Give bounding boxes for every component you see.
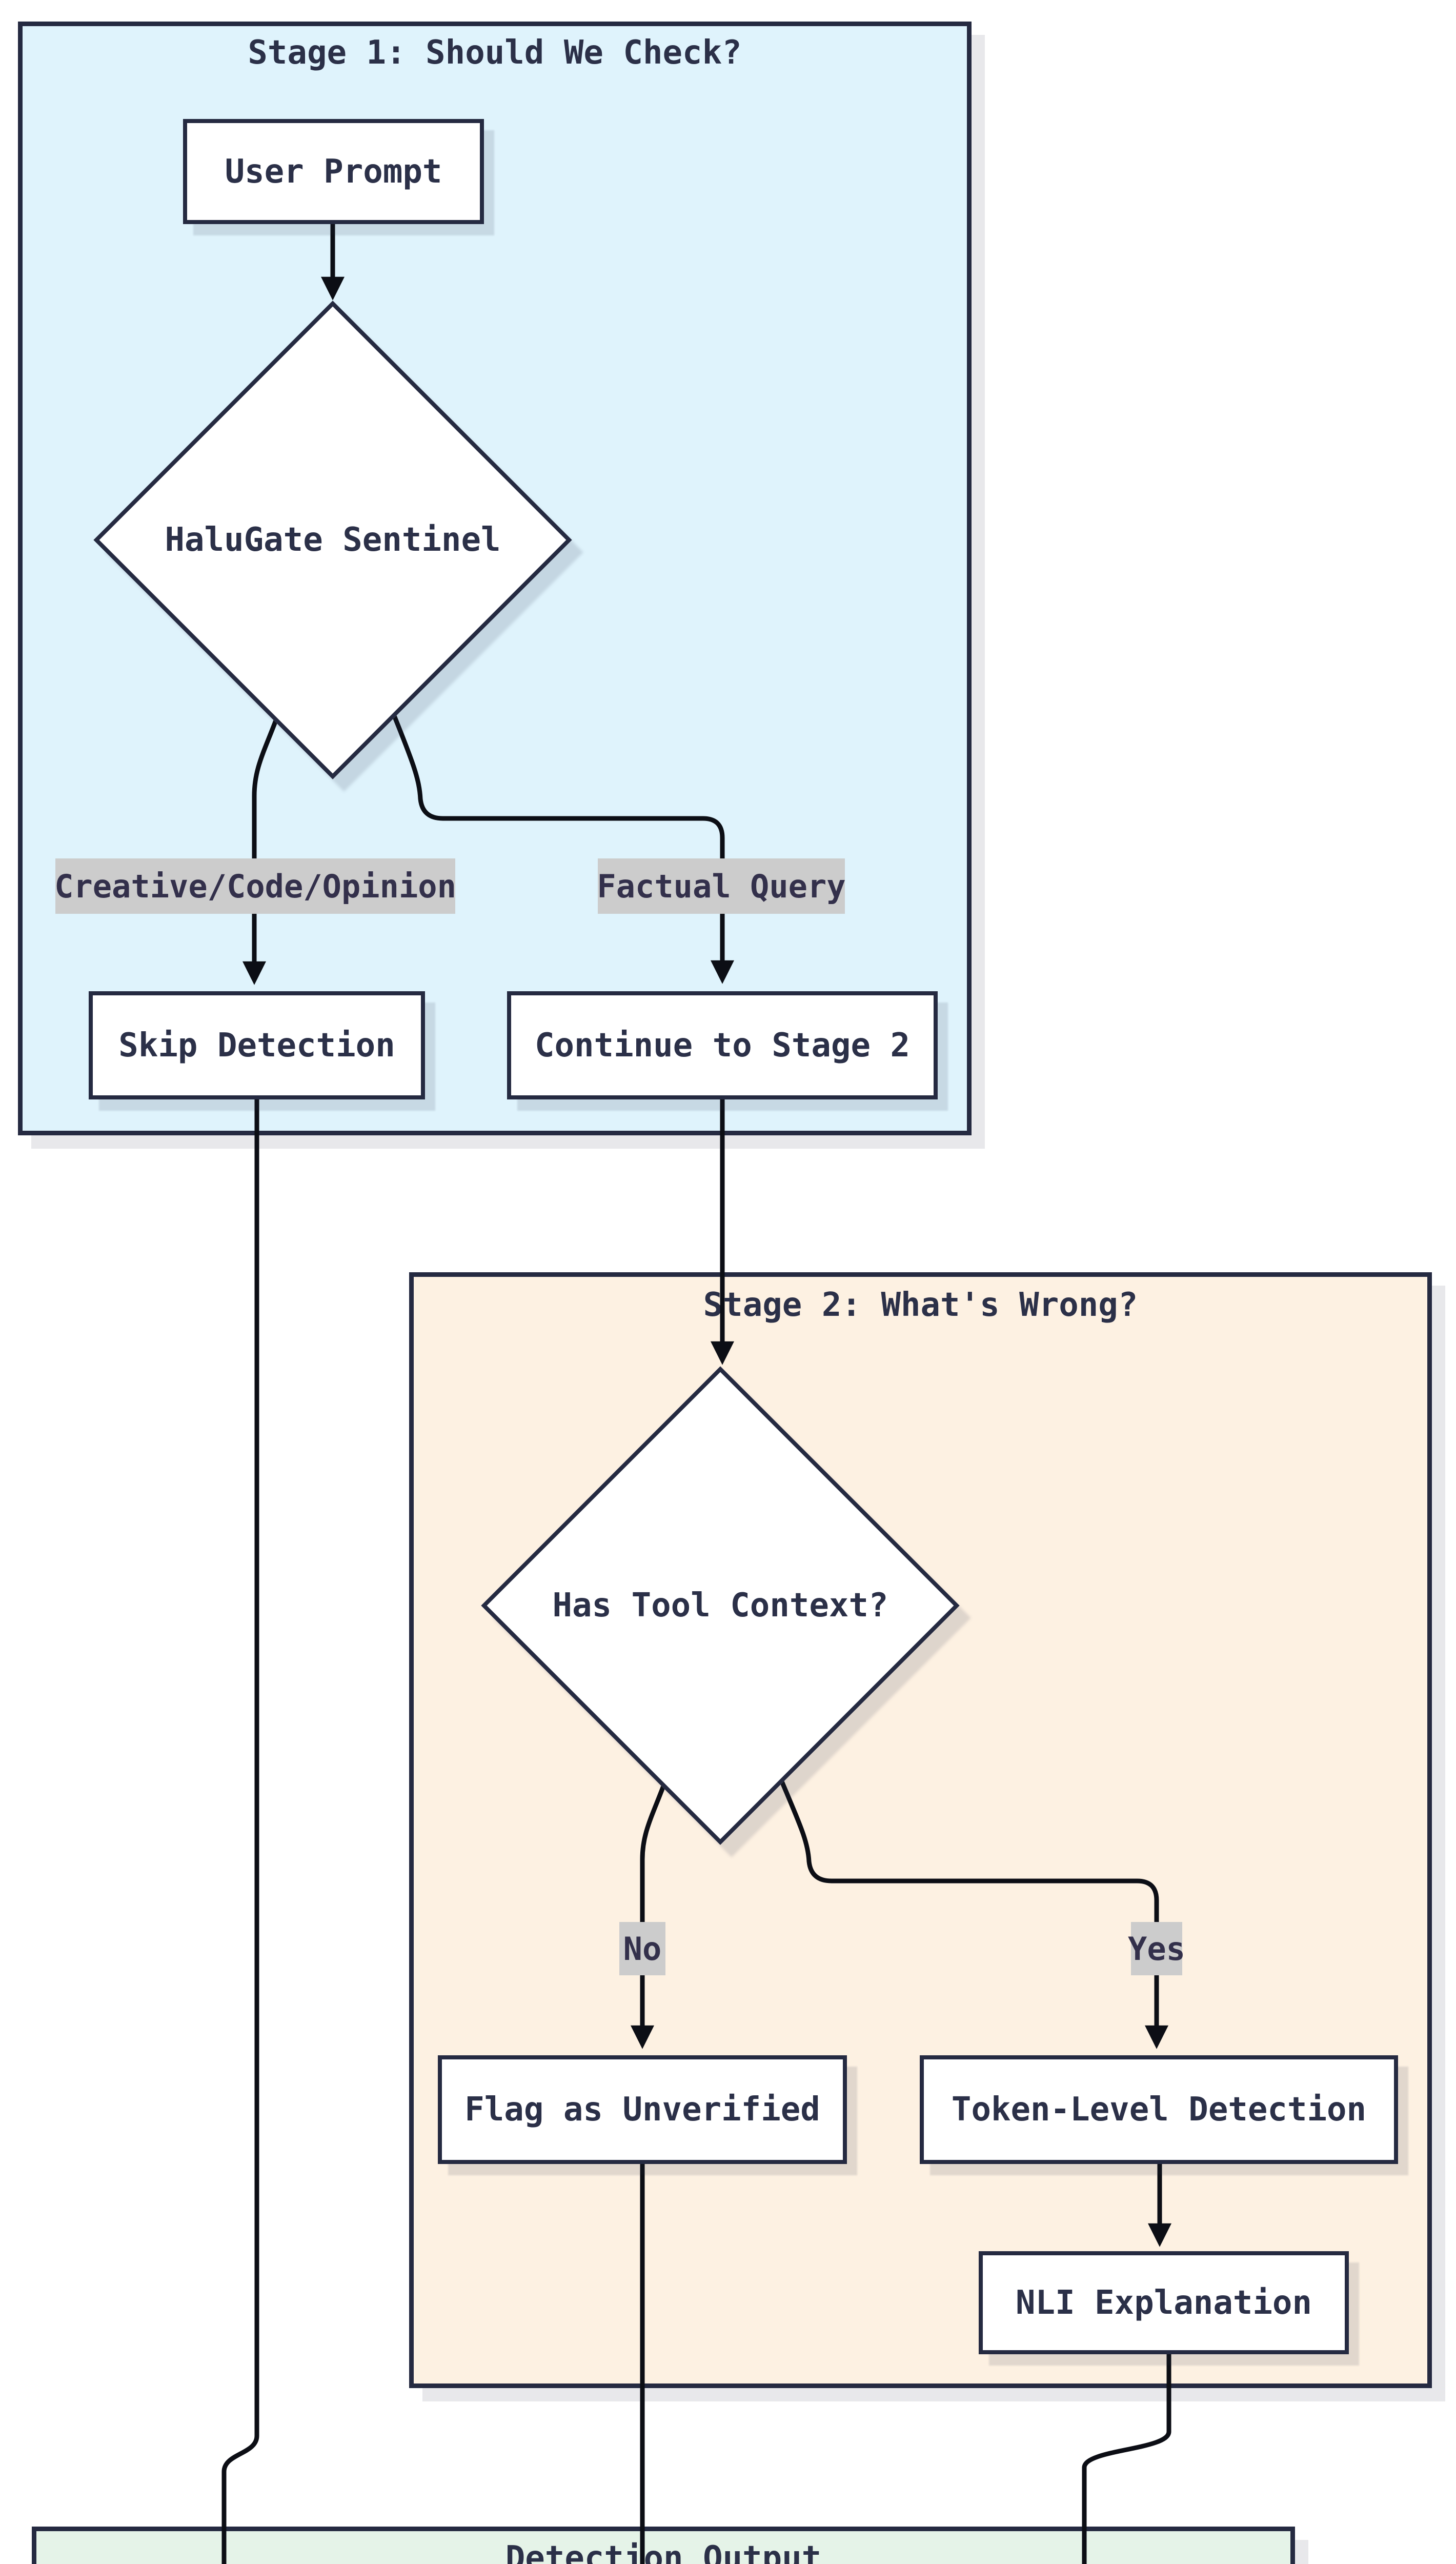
edge-label-yes: Yes — [1128, 1922, 1185, 1975]
node-flag-as-unverified: Flag as Unverified — [438, 2055, 847, 2164]
container-stage2 — [409, 1272, 1432, 2388]
decision-halugate-sentinel-label: HaluGate Sentinel — [165, 521, 501, 559]
node-continue-to-stage2: Continue to Stage 2 — [507, 991, 938, 1099]
edge-sentinel-to-skip — [242, 719, 278, 985]
node-nli-explanation: NLI Explanation — [979, 2251, 1349, 2354]
node-user-prompt: User Prompt — [183, 119, 484, 224]
edge-hascontext-to-flag — [631, 1785, 666, 2049]
edge-label-creative-code-opinion: Creative/Code/Opinion — [54, 858, 456, 914]
edge-label-factual-query: Factual Query — [597, 858, 846, 914]
edge-label-no: No — [619, 1922, 665, 1975]
edge-skip-to-pass — [221, 1099, 259, 2564]
node-token-level-detection: Token-Level Detection — [920, 2055, 1398, 2164]
decision-has-tool-context-label: Has Tool Context? — [552, 1587, 888, 1625]
node-skip-detection: Skip Detection — [89, 991, 425, 1099]
edge-sentinel-to-continue — [392, 715, 734, 984]
detection-output-title: Detection Output — [505, 2539, 822, 2564]
edge-hascontext-to-token — [779, 1780, 1168, 2049]
edge-nli-to-detailed — [1082, 2354, 1171, 2564]
stage2-title: Stage 2: What's Wrong? — [703, 1286, 1138, 1324]
stage1-title: Stage 1: Should We Check? — [248, 34, 742, 72]
